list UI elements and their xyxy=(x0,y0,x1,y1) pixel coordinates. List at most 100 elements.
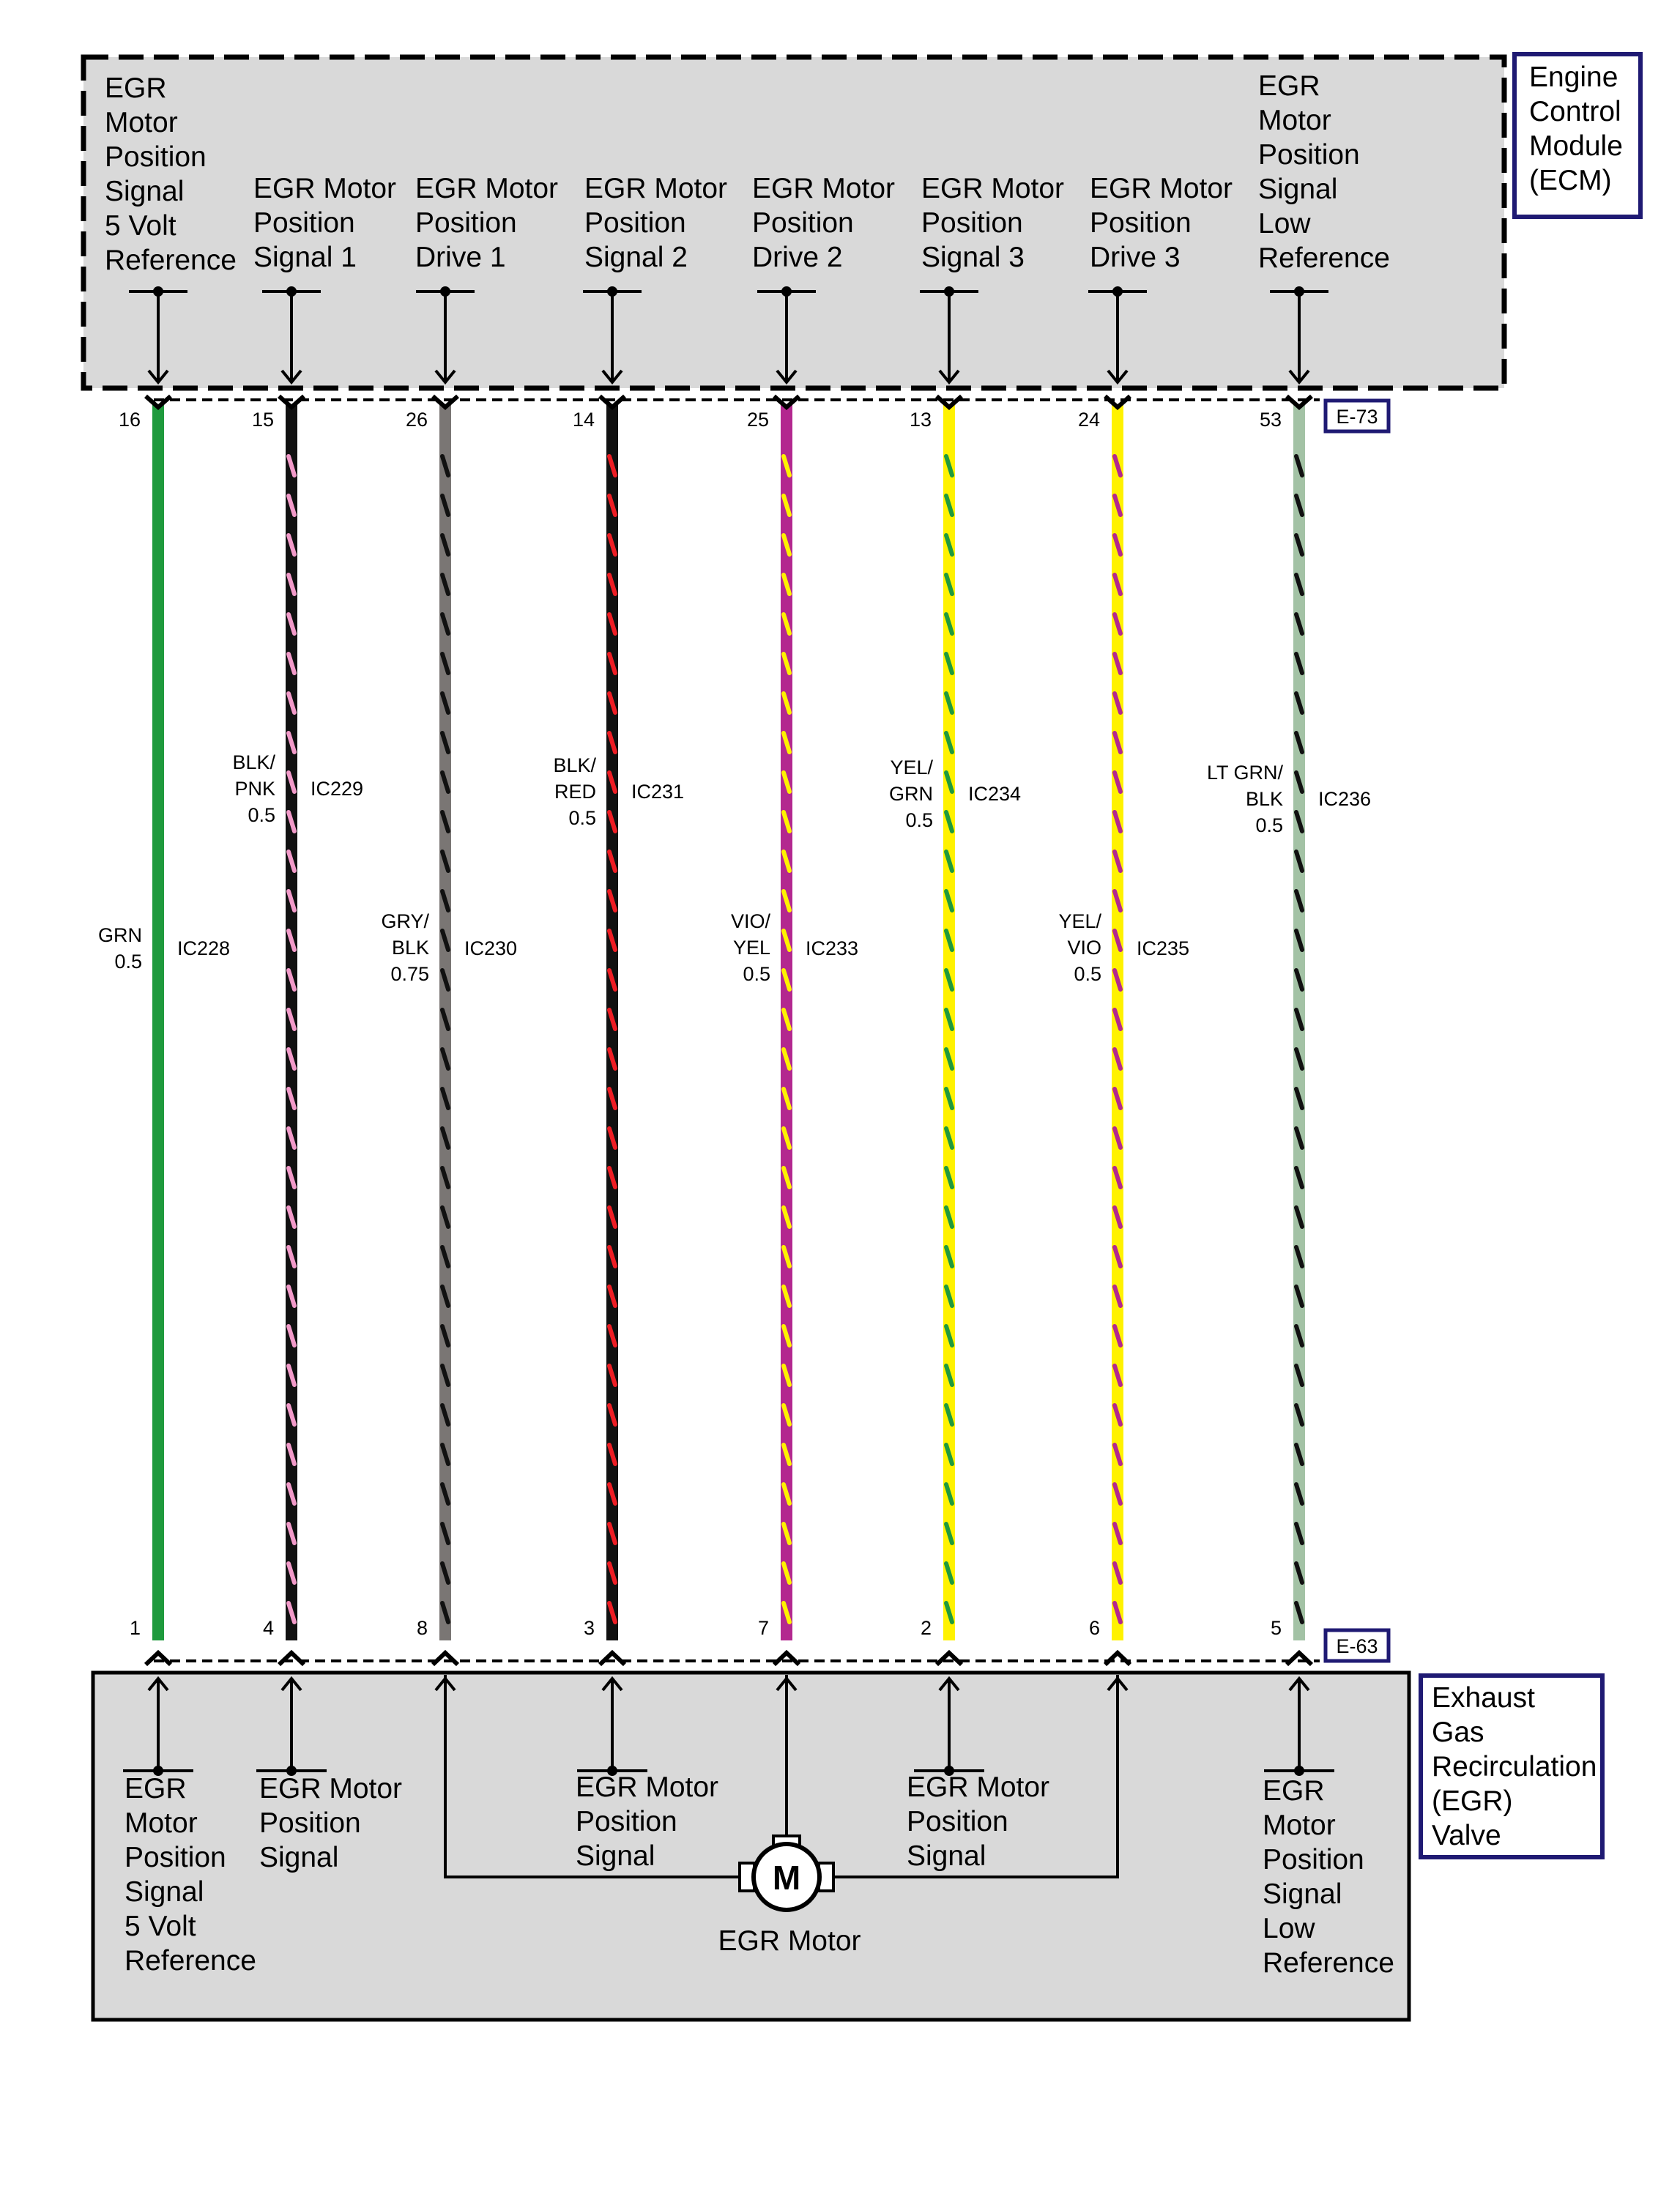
wire-stripe xyxy=(944,1205,954,1229)
wire-stripe xyxy=(944,968,954,992)
wire-stripe xyxy=(1294,1324,1304,1347)
wire-color-label: LT GRN/ xyxy=(1207,762,1284,784)
wire-color-label: VIO/ xyxy=(731,910,771,932)
wire-stripe xyxy=(286,1008,297,1031)
wire-stripe xyxy=(607,1285,617,1308)
wire-stripe xyxy=(607,1087,617,1110)
wire-stripe xyxy=(1112,1166,1123,1189)
wire-stripe xyxy=(944,1482,954,1506)
valve-pin-4-description: EGR Motor Position Signal xyxy=(259,1773,410,1873)
ecm-pin-25-description: EGR Motor Position Drive 2 xyxy=(752,173,903,273)
wire-stripe xyxy=(781,1482,792,1506)
wire-stripe xyxy=(440,1166,450,1189)
wire-stripe xyxy=(1294,1205,1304,1229)
valve-pin-number: 4 xyxy=(263,1617,274,1639)
wire-stripe xyxy=(1294,454,1304,477)
wire-stripe xyxy=(944,1087,954,1110)
wire-stripe xyxy=(1112,691,1123,715)
e73-terminal-icon xyxy=(431,394,459,411)
wire-stripe xyxy=(607,1205,617,1229)
wire-stripe xyxy=(286,770,297,794)
wire-stripe xyxy=(607,1047,617,1071)
wire-stripe xyxy=(781,1443,792,1466)
wire-stripe xyxy=(1112,1205,1123,1229)
wire-stripe xyxy=(1112,929,1123,952)
wire-stripe xyxy=(286,1166,297,1189)
wire-stripe xyxy=(1112,1443,1123,1466)
wire-stripe xyxy=(1294,889,1304,912)
wire-stripe xyxy=(1294,533,1304,557)
wire-stripe xyxy=(440,1443,450,1466)
wire-stripe xyxy=(607,1443,617,1466)
wire-stripe xyxy=(286,1561,297,1585)
wire-stripe xyxy=(607,652,617,675)
wire-stripe xyxy=(944,691,954,715)
ecm-name: Engine Control Module (ECM) xyxy=(1529,62,1631,196)
e63-terminal-icon xyxy=(598,1649,627,1667)
wire-stripe xyxy=(1294,573,1304,596)
wire-stripe xyxy=(1294,612,1304,636)
wire-stripe xyxy=(440,1008,450,1031)
wire-stripe xyxy=(944,612,954,636)
wire-stripe xyxy=(440,1047,450,1071)
egr-valve-name-box xyxy=(1419,1673,1605,1859)
wire-stripe xyxy=(781,533,792,557)
wire-stripe xyxy=(607,1324,617,1347)
valve-pin-1-description: EGR Motor Position Signal 5 Volt Referen… xyxy=(124,1773,256,1977)
wire-color-label: BLK xyxy=(392,937,429,959)
valve-pin-5-description: EGR Motor Position Signal Low Reference xyxy=(1263,1775,1394,1979)
wire-stripe xyxy=(781,810,792,833)
wire-stripe xyxy=(1294,1522,1304,1545)
connector-e73-label: E-73 xyxy=(1336,406,1378,428)
wire-stripe xyxy=(607,770,617,794)
ecm-pin-arrow-icon xyxy=(601,369,623,385)
wire-color-label: RED xyxy=(554,781,596,803)
wire-stripe xyxy=(607,1522,617,1545)
ecm-pin-number: 24 xyxy=(1078,409,1100,431)
motor-drive-3-line xyxy=(833,1675,1119,1878)
wire-stripe xyxy=(781,652,792,675)
ecm-pin-26-description: EGR Motor Position Drive 1 xyxy=(415,173,566,273)
wire-stripe xyxy=(607,533,617,557)
circuit-number: IC233 xyxy=(806,937,858,959)
wire-stripe xyxy=(1112,1324,1123,1347)
wire-stripe xyxy=(440,1561,450,1585)
wire-stripe xyxy=(1294,1443,1304,1466)
wire-stripe xyxy=(781,1324,792,1347)
wire-stripe xyxy=(1112,573,1123,596)
wire-color-label: BLK/ xyxy=(553,754,596,776)
wire-stripe xyxy=(781,691,792,715)
wire-stripe xyxy=(286,691,297,715)
wire-stripe xyxy=(781,1245,792,1268)
ecm-pin-15-description: EGR Motor Position Signal 1 xyxy=(253,173,404,273)
wire-stripe xyxy=(944,1324,954,1347)
wire-stripe xyxy=(781,1561,792,1585)
wire-stripe xyxy=(440,1482,450,1506)
ecm-pin-arrow-icon xyxy=(776,369,798,385)
circuit-number: IC230 xyxy=(464,937,517,959)
wire-stripe xyxy=(1112,1126,1123,1150)
wire-stripe xyxy=(1294,652,1304,675)
wire-stripe xyxy=(1294,1008,1304,1031)
wire-stripe xyxy=(781,1087,792,1110)
ecm-pin-53-description: EGR Motor Position Signal Low Reference xyxy=(1258,70,1390,274)
valve-pin-arrow-icon xyxy=(1288,1676,1310,1692)
wire-stripe xyxy=(1112,1561,1123,1585)
wire-stripe xyxy=(607,731,617,754)
wire-stripe xyxy=(607,1482,617,1506)
wire-stripe xyxy=(440,889,450,912)
circuit-number: IC229 xyxy=(311,778,363,800)
ecm-pin-arrow-icon xyxy=(1288,369,1310,385)
wire-stripe xyxy=(781,612,792,636)
wire-stripe xyxy=(944,1285,954,1308)
wire-stripe xyxy=(1294,770,1304,794)
wire-stripe xyxy=(286,1245,297,1268)
wire-color-label: VIO xyxy=(1067,937,1101,959)
wire-color-label: 0.5 xyxy=(743,963,770,985)
wire-stripe xyxy=(781,1008,792,1031)
e63-terminal-icon xyxy=(934,1649,964,1667)
wire-stripe xyxy=(286,1126,297,1150)
wire-stripe xyxy=(1112,1047,1123,1071)
wire-stripe xyxy=(286,1522,297,1545)
e73-terminal-icon xyxy=(773,394,800,411)
